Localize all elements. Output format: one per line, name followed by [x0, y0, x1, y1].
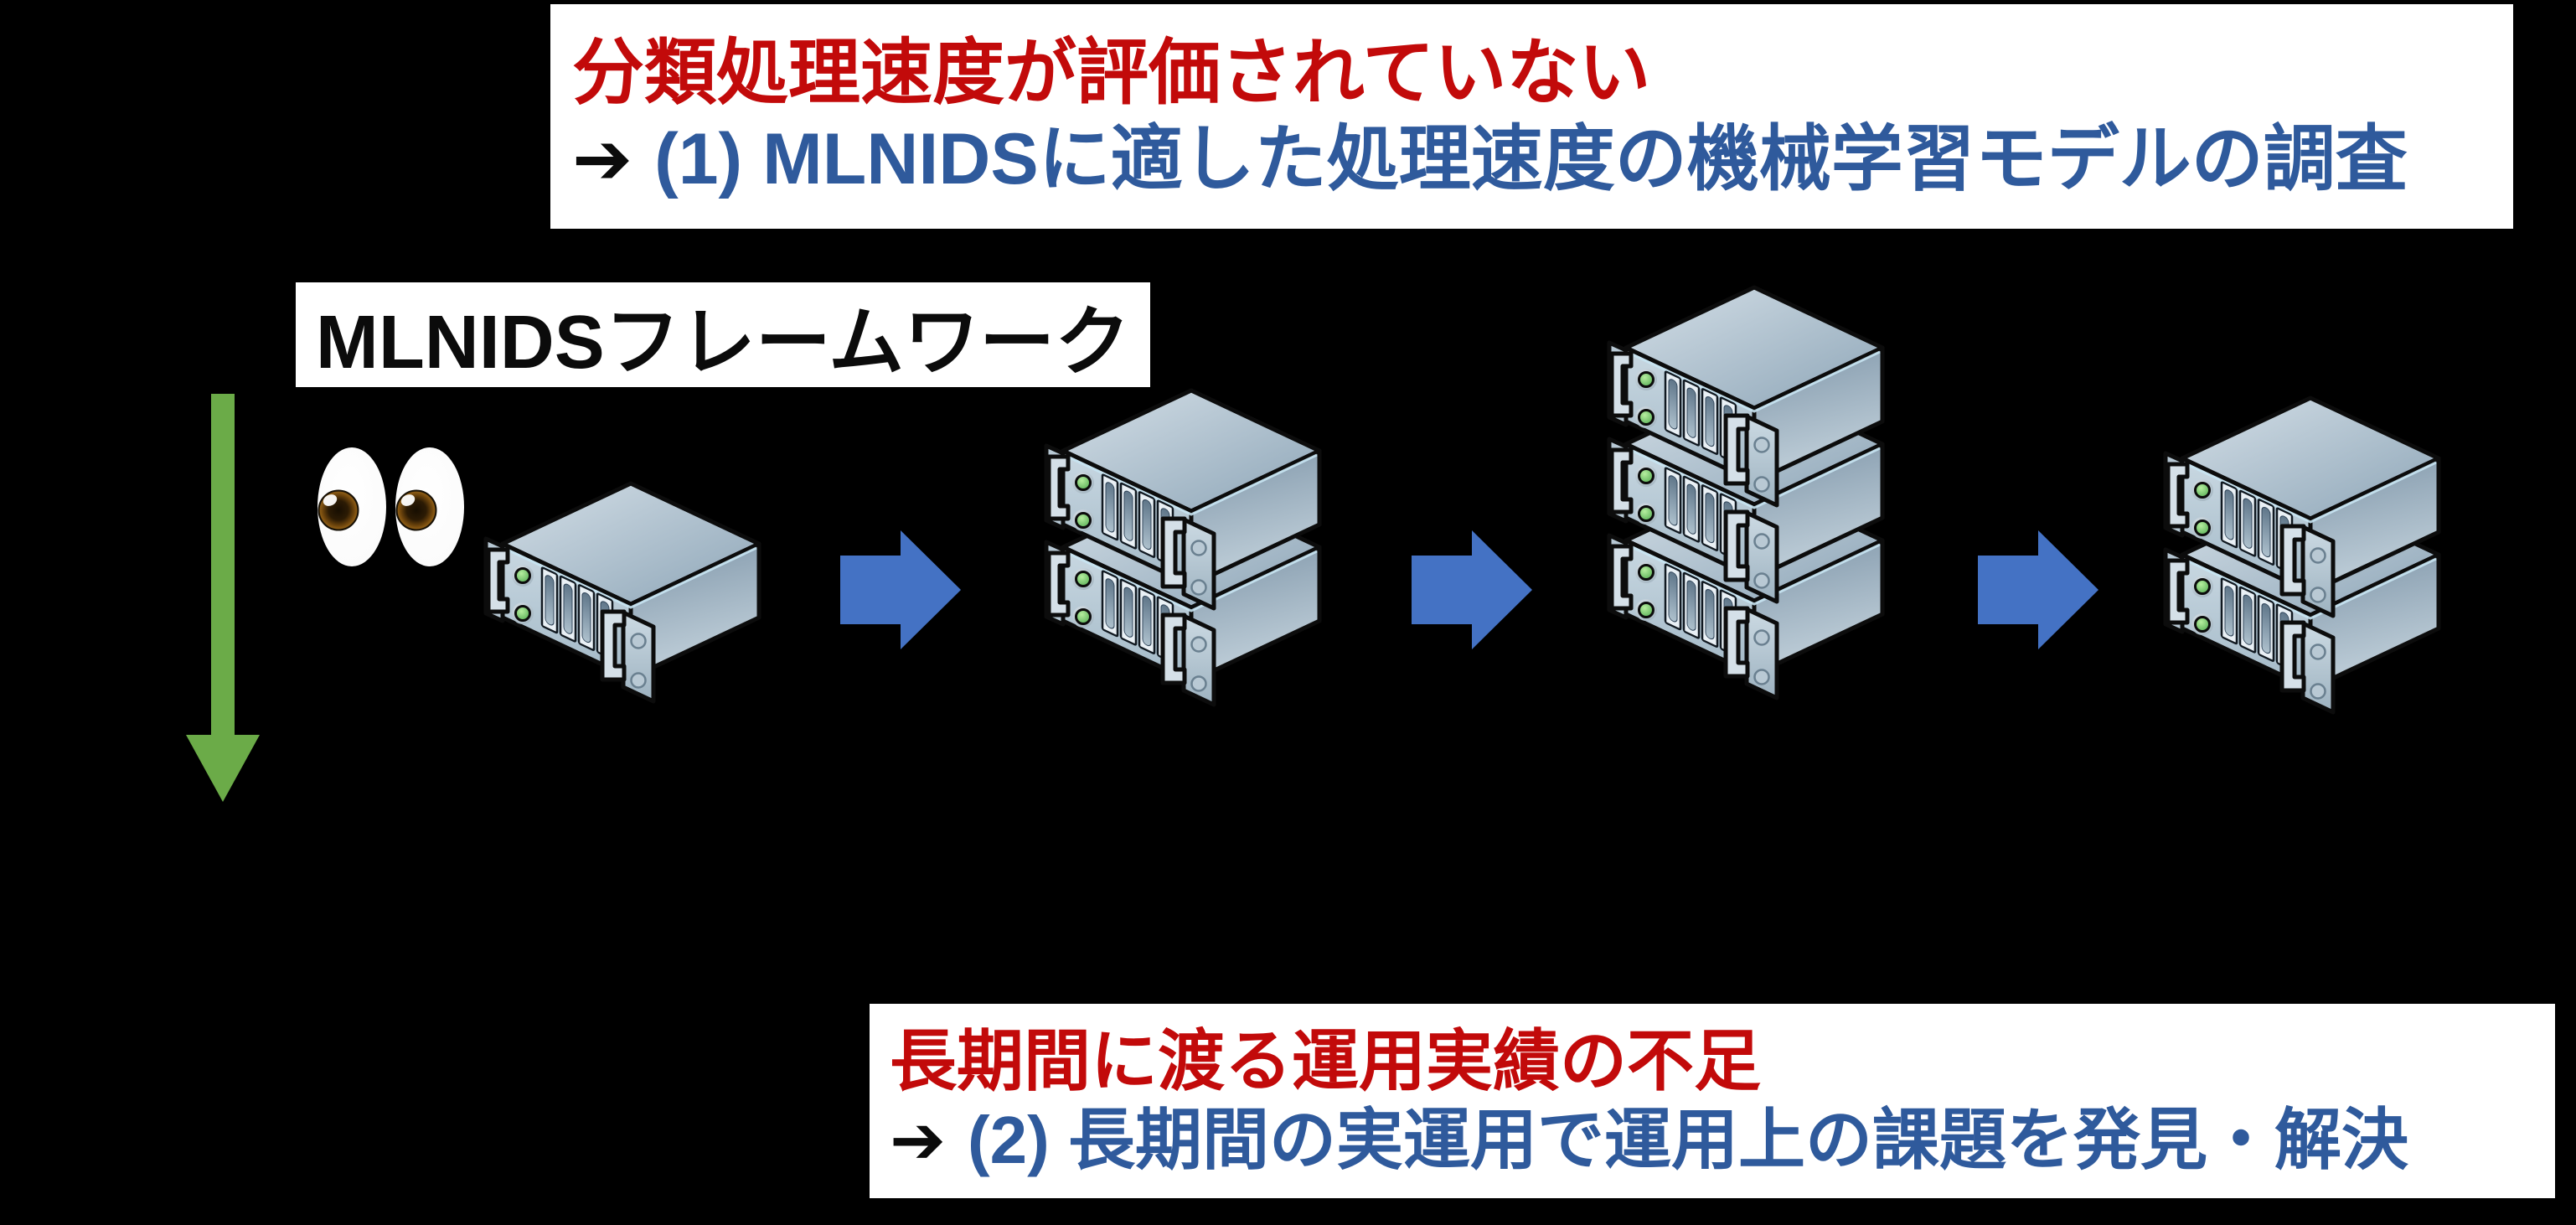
server-rack-icon [486, 483, 759, 701]
bottom-callout-action-text: (2) 長期間の実運用で運用上の課題を発見・解決 [968, 1103, 2409, 1177]
eyes-emoji-icon [317, 447, 464, 566]
server-stack-3 [1609, 287, 1882, 698]
process-arrow-right-icon [1412, 530, 1532, 649]
top-callout-action-text: (1) MLNIDSに適した処理速度の機械学習モデルの調査 [654, 119, 2408, 199]
server-stack-1 [486, 483, 759, 701]
heavy-right-arrow-icon: ➔ [890, 1103, 947, 1177]
heavy-right-arrow-icon: ➔ [572, 119, 633, 199]
process-arrows [840, 530, 2098, 649]
top-callout-action-line: ➔ (1) MLNIDSに適した処理速度の機械学習モデルの調査 [572, 121, 2513, 199]
process-arrow-right-icon [840, 530, 961, 649]
framework-label: MLNIDSフレームワーク [296, 282, 1150, 387]
server-stack-4 [2166, 398, 2439, 712]
bottom-callout-problem-text: 長期間に渡る運用実績の不足 [890, 1023, 1761, 1098]
server-stack-2 [1046, 390, 1319, 705]
bottom-callout-action-line: ➔ (2) 長期間の実運用で運用上の課題を発見・解決 [890, 1104, 2555, 1176]
top-callout-problem-text: 分類処理速度が評価されていない [572, 33, 1651, 114]
server-stacks [486, 287, 2439, 712]
bottom-callout-box: 長期間に渡る運用実績の不足 ➔ (2) 長期間の実運用で運用上の課題を発見・解決 [870, 1004, 2555, 1198]
down-arrow-green-icon [186, 394, 260, 802]
process-arrow-right-icon [1978, 530, 2098, 649]
top-callout-box: 分類処理速度が評価されていない ➔ (1) MLNIDSに適した処理速度の機械学習… [550, 4, 2513, 229]
